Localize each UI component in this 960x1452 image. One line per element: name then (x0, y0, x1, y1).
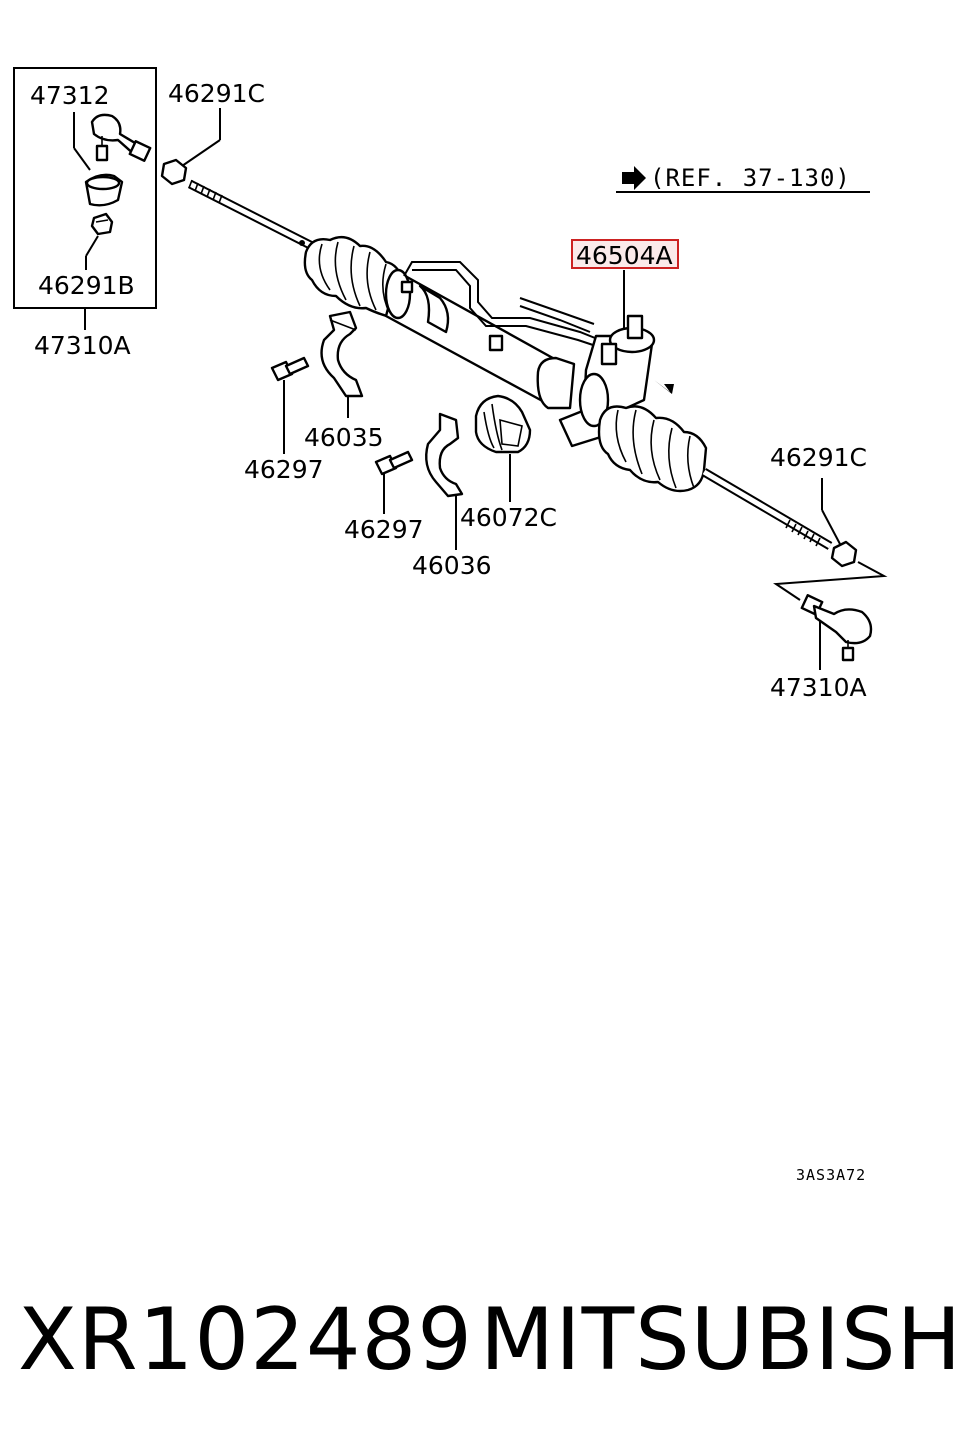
bolt-46297-left-part (270, 356, 310, 382)
ref-text: (REF. 37-130) (650, 164, 851, 192)
drawing-code: 3AS3A72 (796, 1166, 866, 1184)
boot-left-part (84, 173, 124, 207)
label-46291b: 46291B (38, 271, 135, 300)
label-46291c-left: 46291C (168, 79, 265, 108)
nut-46291c-left-part (160, 158, 188, 186)
highlight-box (571, 239, 679, 269)
part-footer: XR102489 MITSUBISHI (0, 1290, 960, 1390)
nut-46291c-right-part (830, 540, 858, 568)
arrow-right-icon (622, 166, 646, 190)
label-46297-left: 46297 (244, 455, 324, 484)
reference-note: (REF. 37-130) (616, 164, 870, 193)
label-46291c-right: 46291C (770, 443, 867, 472)
tie-rod-end-left-part (90, 113, 152, 162)
label-46297-right: 46297 (344, 515, 424, 544)
label-46035: 46035 (304, 423, 384, 452)
part-number: XR102489 (18, 1290, 473, 1390)
brand-name: MITSUBISHI (480, 1290, 960, 1390)
bolt-46297-right-part (374, 450, 414, 476)
clamp-46035-part (320, 310, 364, 398)
label-46036: 46036 (412, 551, 492, 580)
label-46072c: 46072C (460, 503, 557, 532)
label-47310a-right: 47310A (770, 673, 867, 702)
bushing-46072c-part (474, 394, 532, 454)
label-47310a-left: 47310A (34, 331, 131, 360)
castle-nut-left-part (90, 212, 114, 236)
clamp-46036-part (425, 412, 464, 498)
steering-rack-part (187, 179, 833, 550)
label-46504a: 46504A (576, 241, 673, 270)
label-47312: 47312 (30, 81, 110, 110)
tie-rod-end-right-part (800, 594, 873, 662)
